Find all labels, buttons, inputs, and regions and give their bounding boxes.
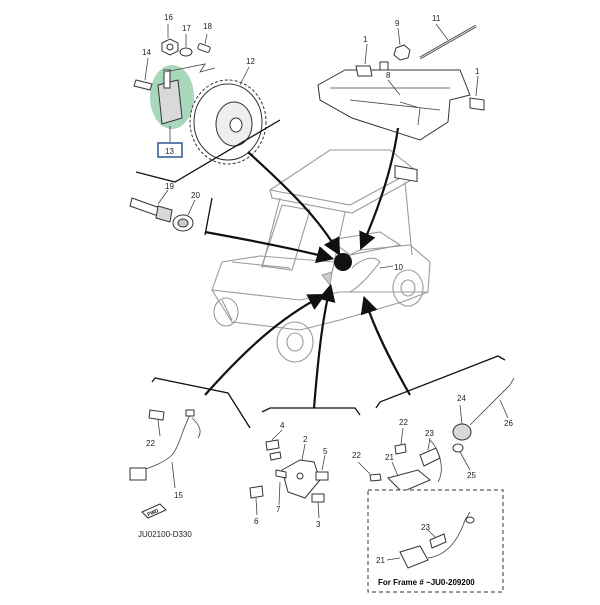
callout-26: 26 xyxy=(504,419,513,428)
fwd-badge xyxy=(141,503,167,519)
callout-21b: 21 xyxy=(376,556,385,565)
callout-20: 20 xyxy=(191,191,200,200)
callout-11: 11 xyxy=(432,14,441,23)
frame-sensor xyxy=(204,197,213,236)
callout-4: 4 xyxy=(280,421,285,430)
callout-7: 7 xyxy=(276,505,281,514)
callout-15: 15 xyxy=(174,491,183,500)
flywheel-group: 16 17 18 14 12 13 xyxy=(133,13,267,165)
callout-6: 6 xyxy=(254,517,259,526)
callout-21a: 21 xyxy=(385,453,394,462)
callout-5: 5 xyxy=(323,447,328,456)
callout-23a: 23 xyxy=(425,429,434,438)
callout-23b: 23 xyxy=(421,523,430,532)
frame-bottom-mid xyxy=(261,407,361,416)
callout-2: 2 xyxy=(303,435,308,444)
frame-note: For Frame # ~JU0-209200 xyxy=(378,578,475,587)
arrow-flywheel xyxy=(247,151,341,256)
callout-12: 12 xyxy=(246,57,255,66)
arrow-speed-sensor xyxy=(360,295,411,396)
frame-flywheel xyxy=(135,119,281,183)
arrow-bracket xyxy=(359,127,400,251)
callout-13: 13 xyxy=(165,147,174,156)
bracket-group: 1 9 11 8 1 xyxy=(317,14,485,183)
callout-16: 16 xyxy=(164,13,173,22)
callout-10: 10 xyxy=(394,263,403,272)
callout-24: 24 xyxy=(457,394,466,403)
harness-group: 22 15 FWD JU02100-D330 xyxy=(129,409,201,539)
callout-13-box xyxy=(157,142,183,158)
diagram-code: JU02100-D330 xyxy=(138,530,192,539)
frame-bottom-right xyxy=(375,355,506,409)
sensor-group: 19 20 xyxy=(129,182,200,232)
fwd-label: FWD xyxy=(147,508,160,518)
callout-1b: 1 xyxy=(475,67,480,76)
frame-bottom-left xyxy=(151,377,251,429)
engine-flywheel-location xyxy=(334,253,352,271)
callout-8: 8 xyxy=(386,71,391,80)
callout-19: 19 xyxy=(165,182,174,191)
callout-22b: 22 xyxy=(399,418,408,427)
callout-22c: 22 xyxy=(352,451,361,460)
mount-bracket-group: 4 2 5 6 7 3 xyxy=(249,421,329,529)
callout-14: 14 xyxy=(142,48,151,57)
callout-9: 9 xyxy=(395,19,400,28)
arrow-sensor xyxy=(204,230,335,264)
golf-cart-illustration xyxy=(211,149,431,363)
pickup-coil xyxy=(157,79,183,125)
callout-25: 25 xyxy=(467,471,476,480)
arrow-bracket-mount xyxy=(312,283,336,409)
callout-1a: 1 xyxy=(363,35,368,44)
callout-22a: 22 xyxy=(146,439,155,448)
callout-3: 3 xyxy=(316,520,321,529)
callout-18: 18 xyxy=(203,22,212,31)
arrow-harness xyxy=(204,293,326,396)
callout-17: 17 xyxy=(182,24,191,33)
speed-sensor-group: 24 26 22 23 22 21 25 xyxy=(352,377,515,493)
frame-variant-box: 23 21 For Frame # ~JU0-209200 xyxy=(367,489,504,593)
